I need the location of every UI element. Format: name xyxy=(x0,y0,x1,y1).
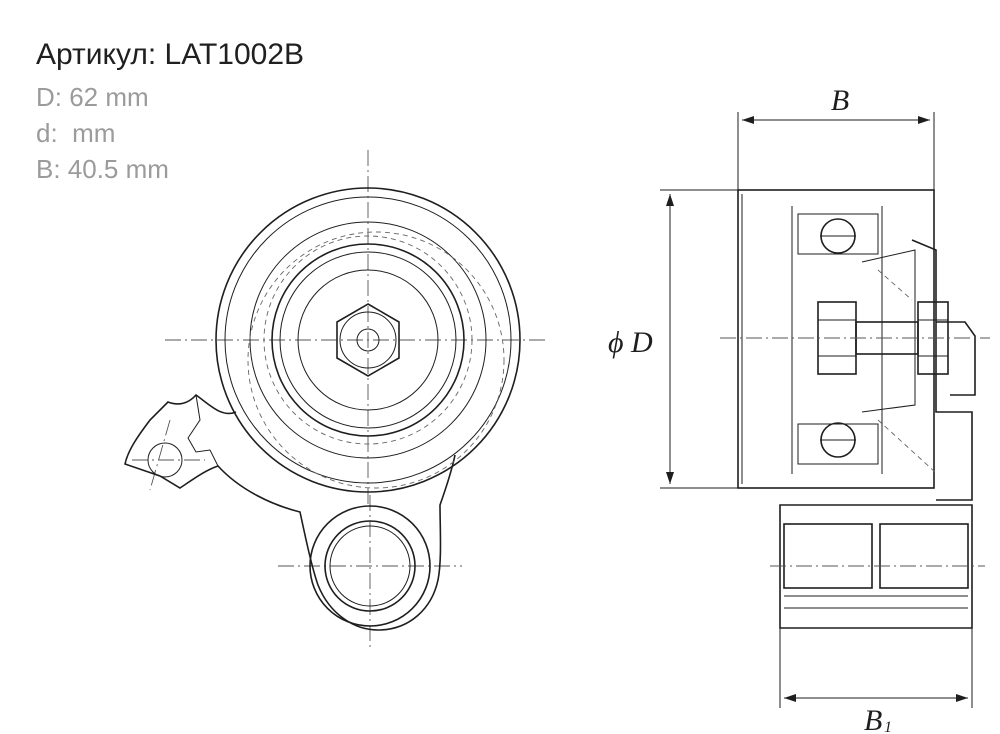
bushing-outer xyxy=(324,520,416,612)
bracket-profile xyxy=(911,239,973,501)
b-label: B xyxy=(831,84,849,117)
pivot-pin xyxy=(147,442,183,478)
nut-washer xyxy=(339,311,397,369)
pulley-outer-ring xyxy=(215,187,521,493)
bearing-outer-ring xyxy=(271,243,465,437)
eccentric-plate xyxy=(861,249,916,413)
width-spec: B: 40.5 mm xyxy=(36,154,169,184)
bolt-bore xyxy=(356,328,380,352)
lower-bearing-seat xyxy=(797,423,879,465)
bushing-right-half xyxy=(879,523,969,589)
hidden-line-2 xyxy=(877,269,913,301)
hidden-eccentric-circle xyxy=(263,235,473,445)
bushing-left-half xyxy=(783,523,873,589)
arm-notch xyxy=(187,394,219,467)
bearing-inner-ring xyxy=(297,269,439,411)
tensioner-arm-outline xyxy=(124,393,456,631)
hidden-line-1 xyxy=(877,419,936,473)
bushing-boss xyxy=(309,505,431,627)
article-title: Артикул: LAT1002B xyxy=(36,38,305,71)
d-label: ϕ D xyxy=(608,326,653,359)
hidden-eccentric-outline xyxy=(247,231,505,489)
upper-bearing-seat xyxy=(797,213,879,255)
inner-diameter-spec: d: mm xyxy=(36,118,116,148)
pivot-centerline-2 xyxy=(149,419,171,491)
bearing-race xyxy=(279,251,457,429)
outer-diameter-spec: D: 62 mm xyxy=(36,82,149,112)
front-view xyxy=(124,150,545,650)
pulley-rim-inner xyxy=(224,196,512,484)
b1-label-subscript: 1 xyxy=(884,719,892,734)
pulley-face-ring xyxy=(249,221,487,459)
dimensions: B ϕ D B 1 xyxy=(608,84,973,734)
side-view xyxy=(720,189,990,629)
hex-nut xyxy=(336,303,400,377)
bracket-step xyxy=(936,321,976,396)
bushing-inner xyxy=(329,525,411,607)
b1-label: B xyxy=(864,704,882,734)
pulley-body xyxy=(737,189,935,489)
